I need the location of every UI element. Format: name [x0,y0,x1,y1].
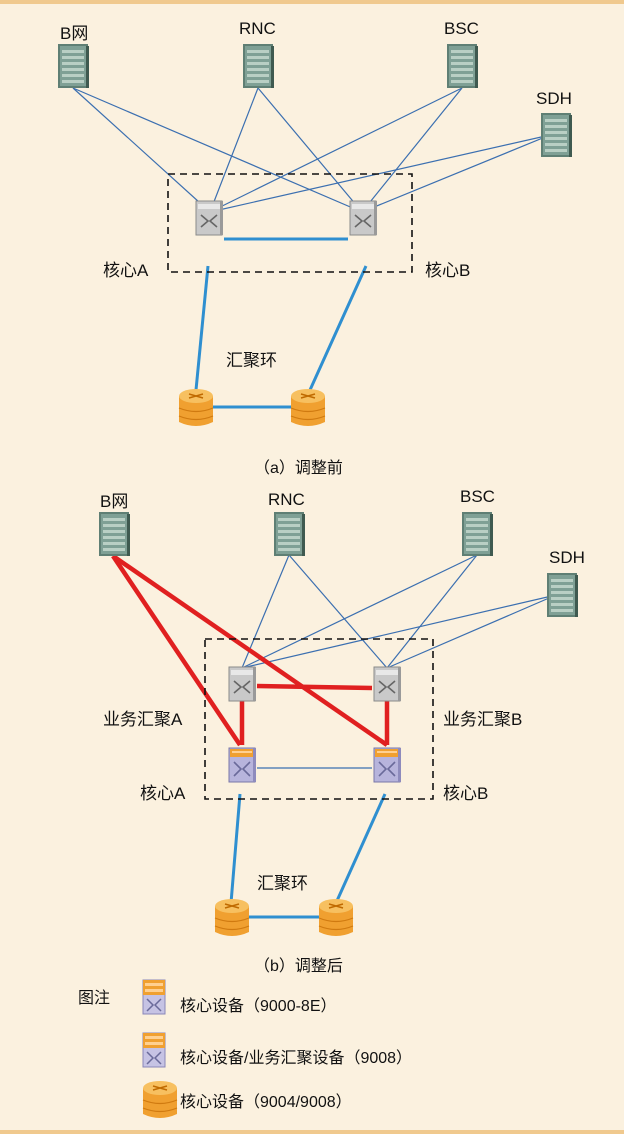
core-a-switch-icon [195,200,224,236]
legend-item-3: 核心设备（9004/9008） [180,1094,352,1111]
core-a-ring-link-b [229,793,242,904]
label-b-network-a: B网 [60,24,89,43]
label-core-b-a: 核心B [425,261,471,280]
label-rnc-b: RNC [268,490,305,509]
core-b-ring-link-b [334,793,387,904]
b-network-cabinet-icon-b [99,512,130,556]
legend-item-2: 核心设备/业务汇聚设备（9008） [180,1050,413,1067]
label-ring-b: 汇聚环 [257,874,308,893]
ring-router-right-icon [290,388,326,427]
diagram-a [58,44,572,427]
legend-core-9000-icon [142,979,166,1015]
service-agg-b-switch-icon [373,666,402,702]
core-b-ring-link [308,265,368,391]
core-b-switch-icon [349,200,378,236]
label-rnc-a: RNC [239,19,276,38]
b-network-cabinet-icon [58,44,89,88]
sdh-cabinet-icon-b [547,573,578,617]
label-sdh-b: SDH [549,548,585,567]
label-bsc-b: BSC [460,487,495,506]
ring-router-right-icon-b [318,898,354,937]
core-dashed-box-b [204,638,434,800]
sdh-cabinet-icon [541,113,572,157]
label-core-a-b: 核心A [140,784,186,803]
label-service-agg-a: 业务汇聚A [103,710,183,729]
top-border [0,0,624,4]
service-agg-a-switch-icon [228,666,257,702]
ring-router-left-icon-b [214,898,250,937]
label-service-agg-b: 业务汇聚B [443,710,523,729]
legend-core-9008-icon [142,1032,166,1068]
legend-router-icon [142,1080,178,1119]
label-sdh-a: SDH [536,89,572,108]
diagram-b-red-links [111,554,390,747]
rnc-cabinet-icon-b [274,512,305,556]
core-a-device-icon [228,747,257,783]
label-bsc-a: BSC [444,19,479,38]
diagram-a-links [72,87,551,213]
diagram-b-thin-links [241,554,557,769]
ring-router-left-icon [178,388,214,427]
caption-b: （b）调整后 [254,958,343,975]
diagram-b [99,512,578,937]
legend-title: 图注 [78,990,111,1007]
core-a-ring-link [194,265,210,391]
bsc-cabinet-icon-b [462,512,493,556]
label-core-a-a: 核心A [103,261,149,280]
bottom-border [0,1130,624,1134]
rnc-cabinet-icon [243,44,274,88]
label-b-network-b: B网 [100,492,129,511]
core-dashed-box [167,173,413,273]
core-b-device-icon [373,747,402,783]
caption-a: （a）调整前 [254,460,343,477]
bsc-cabinet-icon [447,44,478,88]
label-ring-a: 汇聚环 [226,351,277,370]
legend-item-1: 核心设备（9000-8E） [180,998,337,1015]
label-core-b-b: 核心B [443,784,489,803]
